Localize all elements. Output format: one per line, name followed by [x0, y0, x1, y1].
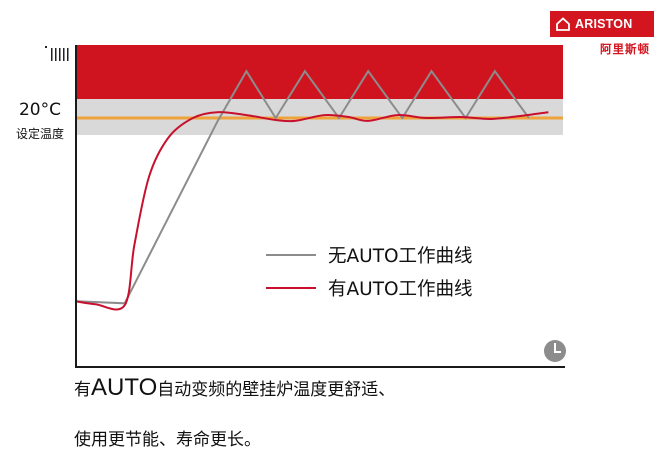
house-icon	[556, 17, 570, 31]
clock-icon	[544, 340, 566, 362]
caption-line-2: 使用更节能、寿命更长。	[74, 430, 261, 450]
brand-name-cn: 阿里斯顿	[600, 42, 650, 56]
caption-line-1: 有AUTO自动变频的壁挂炉温度更舒适、	[74, 374, 395, 402]
caption-highlight: AUTO	[91, 374, 158, 401]
setpoint-value: 20°C	[18, 100, 61, 120]
ariston-logo: ARISTON 阿里斯顿	[550, 11, 654, 57]
caption-prefix: 有	[74, 380, 91, 400]
brand-name: ARISTON	[575, 17, 633, 31]
caption-suffix: 自动变频的壁挂炉温度更舒适、	[157, 380, 396, 400]
legend-label-auto: 有AUTO工作曲线	[328, 279, 473, 300]
setpoint-caption: 设定温度	[15, 127, 64, 141]
signal-bars-icon	[45, 46, 69, 61]
legend-label-no-auto: 无AUTO工作曲线	[328, 246, 473, 267]
logo-box: ARISTON	[550, 11, 654, 37]
series-line-auto	[75, 111, 549, 311]
